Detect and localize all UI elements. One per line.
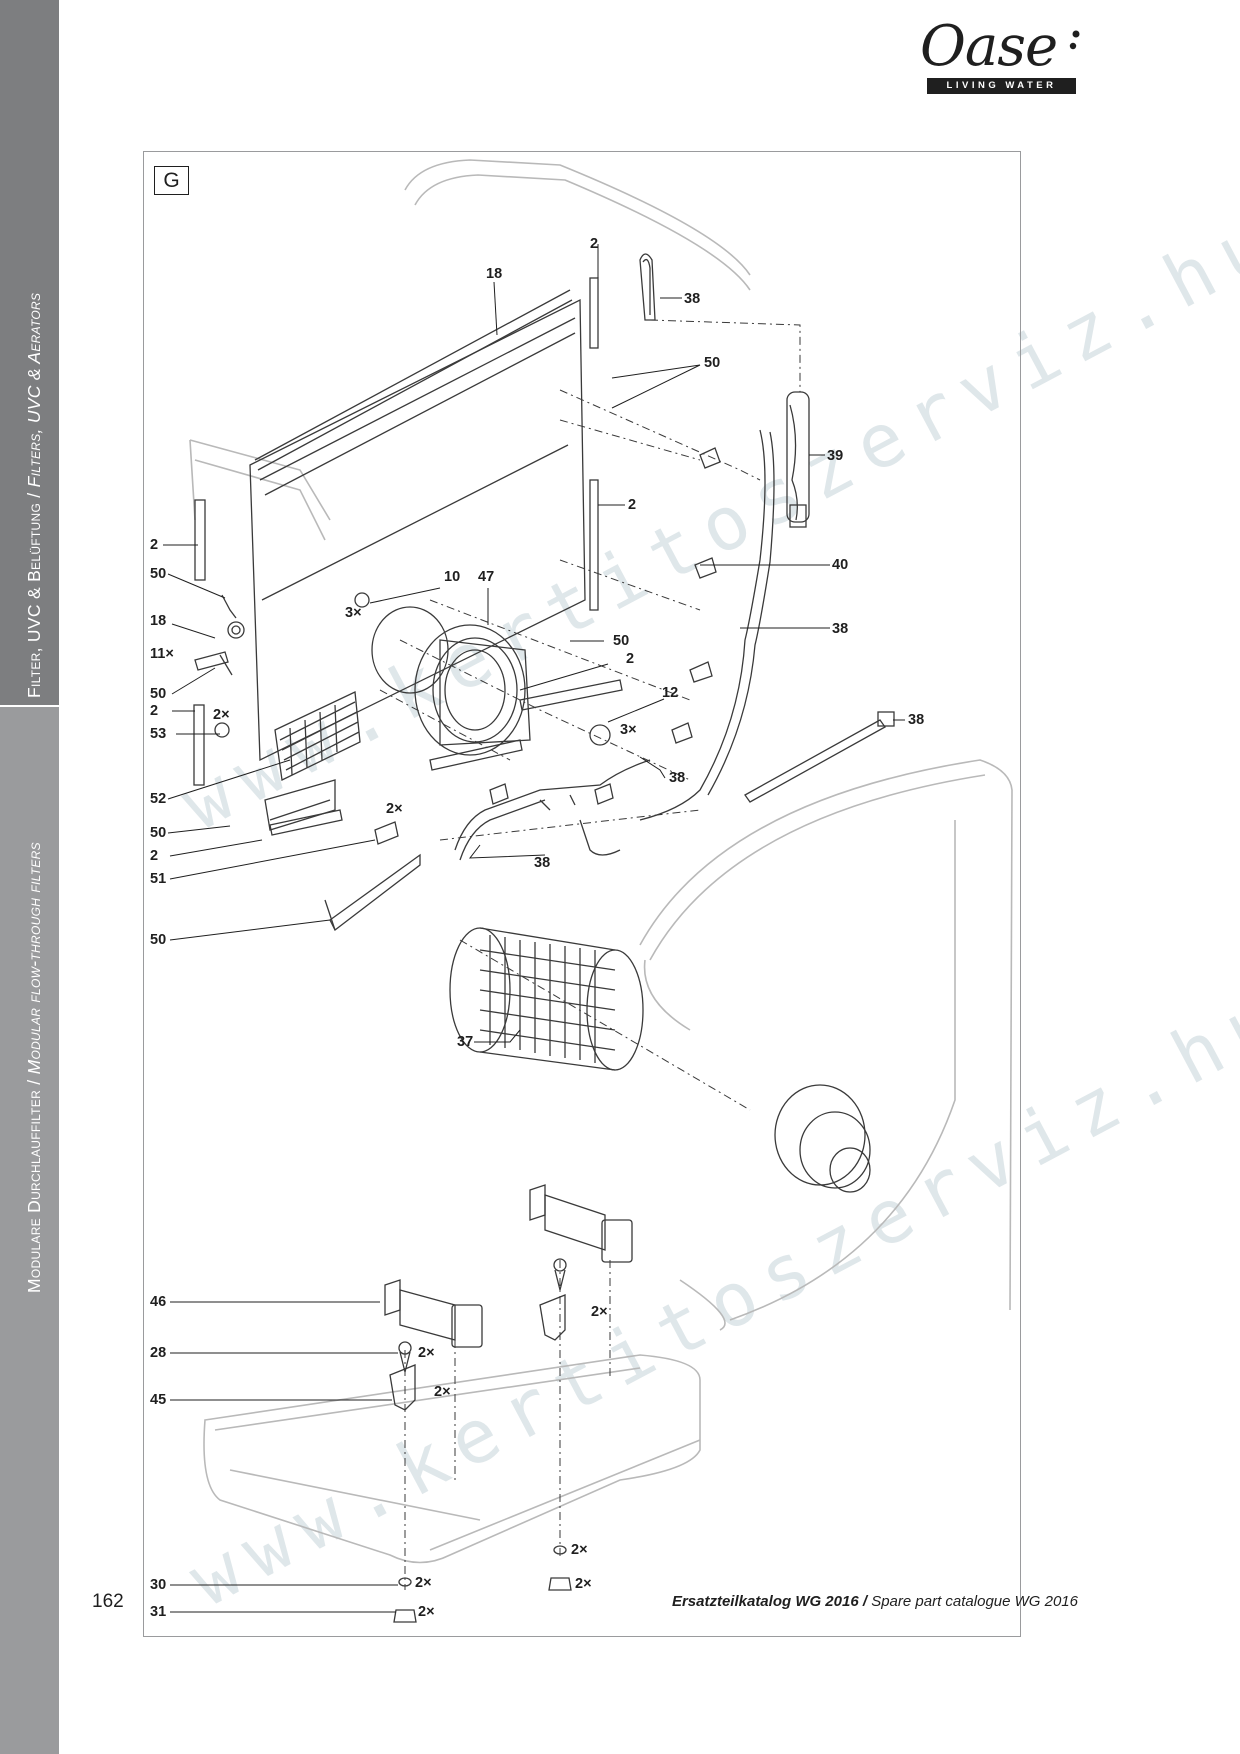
callout-12-quantity: 3× [620, 722, 637, 738]
sidebar-band [0, 0, 59, 1754]
callout-28: 28 [150, 1345, 167, 1361]
sidebar-divider [0, 705, 59, 707]
callout-38-top: 38 [684, 291, 701, 307]
callout-nut-right-quantity: 2× [575, 1576, 592, 1592]
callout-46: 46 [150, 1294, 167, 1310]
callout-31: 31 [150, 1604, 167, 1620]
callout-18-quantity: 11× [150, 646, 174, 662]
callout-2-left-lower: 2 [150, 848, 159, 864]
callout-53-quantity: 2× [213, 707, 230, 723]
callout-50-left-upper: 50 [150, 566, 167, 582]
callout-washer-right-quantity: 2× [571, 1542, 588, 1558]
callout-47: 47 [478, 569, 495, 585]
callout-50-left-lower: 50 [150, 825, 167, 841]
callout-38-hose: 38 [832, 621, 849, 637]
callout-31-quantity: 2× [418, 1604, 435, 1620]
callout-53: 53 [150, 726, 167, 742]
callout-45-quantity: 2× [434, 1384, 451, 1400]
assembly-guide-lines [379, 319, 801, 1590]
logo-tagline: LIVING WATER [927, 78, 1076, 94]
catalogue-title: Ersatzteilkatalog WG 2016 / Spare part c… [672, 1593, 1078, 1610]
catalogue-title-en: Spare part catalogue WG 2016 [871, 1593, 1078, 1610]
callout-18-left: 18 [150, 613, 167, 629]
callout-10: 10 [444, 569, 461, 585]
callout-2-left-mid: 2 [150, 703, 159, 719]
callout-51-quantity: 2× [386, 801, 403, 817]
callout-2-left: 2 [150, 537, 159, 553]
callout-50-top: 50 [704, 355, 721, 371]
callout-2-mid: 2 [626, 651, 635, 667]
diagram-frame [143, 151, 1021, 1637]
callout-52: 52 [150, 791, 167, 807]
callout-12: 12 [662, 685, 679, 701]
callout-45: 45 [150, 1392, 167, 1408]
callout-38-cable-tie: 38 [908, 712, 925, 728]
catalogue-title-de: Ersatzteilkatalog WG 2016 [671, 1593, 859, 1610]
callout-46-quantity: 2× [591, 1304, 608, 1320]
logo-wordmark: Oase [920, 14, 1058, 79]
callout-10-quantity: 3× [345, 605, 362, 621]
logo-dots-icon [1069, 30, 1080, 50]
callout-50-left-mid: 50 [150, 686, 167, 702]
housing-outline [189, 159, 1013, 1564]
callout-38-bottom: 38 [534, 855, 551, 871]
callout-37: 37 [457, 1034, 474, 1050]
callout-40: 40 [832, 557, 849, 573]
callout-28-quantity: 2× [418, 1345, 435, 1361]
callout-30: 30 [150, 1577, 167, 1593]
callout-2-top: 2 [590, 236, 599, 252]
callout-30-quantity: 2× [415, 1575, 432, 1591]
oase-logo: Oase LIVING WATER [918, 14, 1098, 102]
parts-lineart [193, 253, 895, 1623]
callout-39: 39 [827, 448, 844, 464]
section-letter: G [154, 166, 189, 195]
callout-50-bottom: 50 [150, 932, 167, 948]
sidebar-upper-band [0, 0, 59, 705]
callout-leader-lines [163, 244, 905, 1613]
callout-51: 51 [150, 871, 167, 887]
callout-38-elbow: 38 [669, 770, 686, 786]
page-number: 162 [92, 1591, 124, 1612]
callout-18-top: 18 [486, 266, 503, 282]
callout-50-mid: 50 [613, 633, 630, 649]
catalogue-title-sep: / [858, 1593, 872, 1610]
callout-2-right: 2 [628, 497, 637, 513]
